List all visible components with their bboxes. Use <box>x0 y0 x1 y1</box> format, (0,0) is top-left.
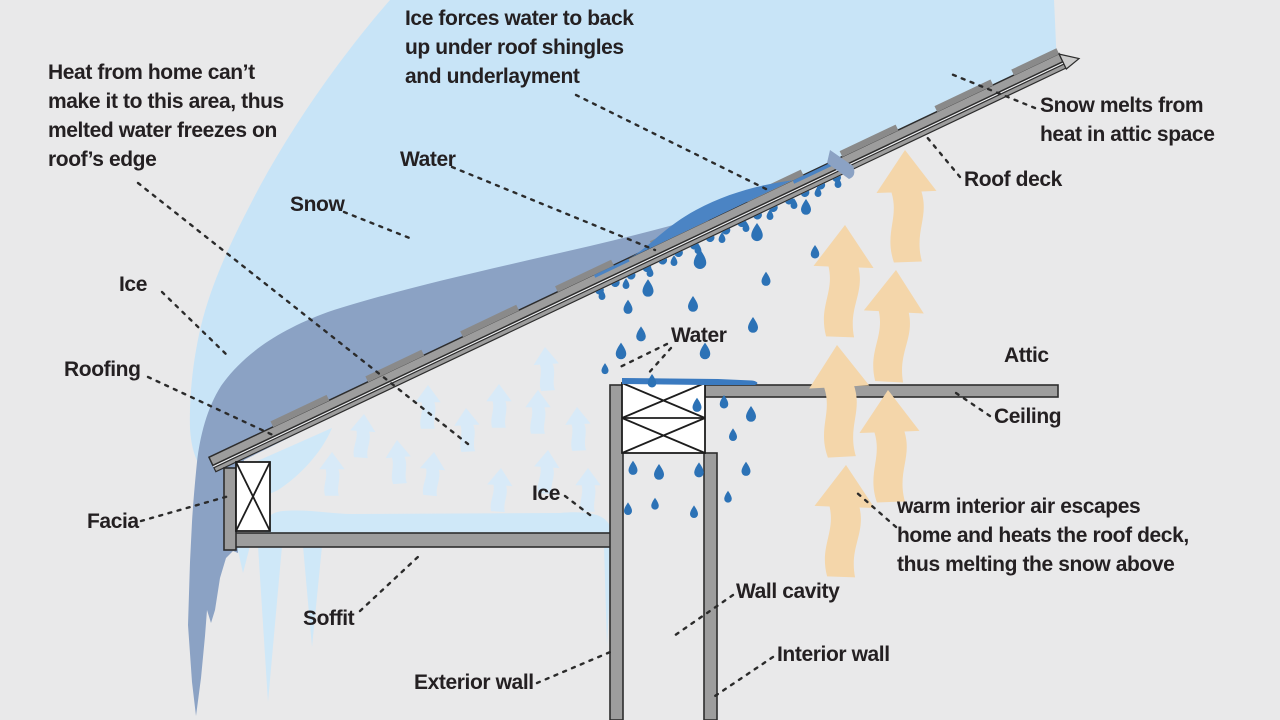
leader-roofing <box>146 375 277 438</box>
wall-top-truss-box <box>621 382 706 454</box>
label-roof-deck: Roof deck <box>964 168 1062 191</box>
label-roofing: Roofing <box>64 358 141 381</box>
label-ice-soffit: Ice <box>532 482 560 505</box>
label-warm-air-note: warm interior air escapes home and heats… <box>897 495 1189 576</box>
soffit-ice-layer <box>264 510 611 533</box>
ceiling-board <box>704 384 1059 398</box>
water-film-down <box>594 258 630 278</box>
leader-roof-deck <box>924 134 962 179</box>
leader-water-ceiling-b <box>644 346 673 378</box>
warm-air-arrow-icon <box>858 388 922 503</box>
warm-air-arrow-icon <box>807 343 873 459</box>
leader-heat-note <box>136 181 470 446</box>
label-attic: Attic <box>1004 344 1049 367</box>
water-drop-icon <box>694 462 704 478</box>
water-drop-icon <box>628 460 638 475</box>
water-drop-icon <box>654 464 664 480</box>
cold-air-arrow-icon <box>417 450 447 497</box>
roof-ridge-tip <box>1058 53 1081 70</box>
water-drop-icon <box>748 317 758 333</box>
water-drop-icon <box>688 296 698 312</box>
ice-drip-edge-wrap <box>827 150 855 179</box>
ice-dam <box>188 158 855 716</box>
water-drop-icon <box>647 374 657 388</box>
leader-ice-main <box>160 290 230 358</box>
label-water-roof: Water <box>400 148 456 171</box>
leader-interior-wall <box>710 655 775 700</box>
water-drop-icon <box>801 199 811 215</box>
water-drop-icon <box>746 406 756 422</box>
water-drop-icon <box>636 326 646 342</box>
label-heat-note: Heat from home can’t make it to this are… <box>48 61 284 171</box>
water-film-up <box>792 158 842 184</box>
water-drop-icon <box>624 502 632 516</box>
leader-snow-melts <box>949 72 1037 110</box>
leader-water-roof <box>450 165 657 252</box>
cold-air-arrow-icon <box>319 452 345 496</box>
water-drop-icon <box>670 255 678 266</box>
leader-exterior-wall <box>535 648 617 685</box>
water-drop-icon <box>642 279 654 297</box>
water-drop-icon <box>690 505 698 519</box>
cold-air-arrow-icon <box>348 413 377 459</box>
interior-wall <box>703 452 718 720</box>
water-drop-icon <box>622 278 630 289</box>
exterior-wall <box>609 384 624 720</box>
leader-ceiling <box>951 389 992 418</box>
leader-snow <box>342 210 414 241</box>
water-drop-icon <box>615 342 627 360</box>
leader-wall-cavity <box>669 593 735 640</box>
leader-lines <box>136 72 1037 700</box>
label-water-ceiling: Water <box>671 324 727 347</box>
label-interior-wall: Interior wall <box>777 643 890 666</box>
soffit-board <box>232 532 613 548</box>
water-drop-icon <box>724 490 732 503</box>
water-drop-icon <box>751 222 763 242</box>
water-drop-icon <box>729 428 737 442</box>
ceiling-water-layer <box>622 378 758 385</box>
water-drop-icon <box>741 461 751 476</box>
label-ice-backup-note: Ice forces water to back up under roof s… <box>405 7 634 88</box>
facia-truss-box <box>235 461 271 532</box>
warm-air-arrow-icon <box>811 223 875 338</box>
label-ceiling: Ceiling <box>994 405 1062 428</box>
label-ice-main: Ice <box>119 273 147 296</box>
facia-board <box>223 467 237 551</box>
leader-facia <box>139 494 231 523</box>
water-drop-icon <box>623 299 633 314</box>
leader-soffit <box>358 553 422 613</box>
cold-air-arrow-icon <box>525 390 551 434</box>
cold-air-arrow-icon <box>415 385 441 429</box>
house-structure <box>223 384 1059 720</box>
leader-water-ceiling-a <box>616 342 669 370</box>
warm-air-arrow-icon <box>860 268 926 384</box>
leader-ice-soffit <box>563 494 596 520</box>
water-drop-icon <box>651 497 659 510</box>
label-wall-cavity: Wall cavity <box>736 580 840 603</box>
water-drop-icon <box>810 245 820 259</box>
label-exterior-wall: Exterior wall <box>414 671 534 694</box>
cold-air-arrow-icon <box>384 439 413 485</box>
leader-ice-backup-note <box>574 93 768 191</box>
label-snow-melts-note: Snow melts from heat in attic space <box>1040 94 1215 146</box>
leader-warm-air <box>854 490 898 529</box>
cold-air-arrow-icon <box>486 384 512 428</box>
warm-air-arrow-icon <box>812 463 876 578</box>
cold-air-arrow-icon <box>532 346 561 392</box>
cold-air-arrow-icon <box>453 407 481 453</box>
cold-air-arrow-icon <box>575 468 601 512</box>
cold-air-arrow-icon <box>485 467 514 513</box>
warm-air-arrow-icon <box>875 148 939 263</box>
label-facia: Facia <box>87 510 139 533</box>
label-soffit: Soffit <box>303 607 355 630</box>
label-snow: Snow <box>290 193 345 216</box>
water-drop-icon <box>761 271 771 286</box>
water-drop-icon <box>601 363 609 375</box>
cold-air-arrow-icon <box>564 406 592 452</box>
